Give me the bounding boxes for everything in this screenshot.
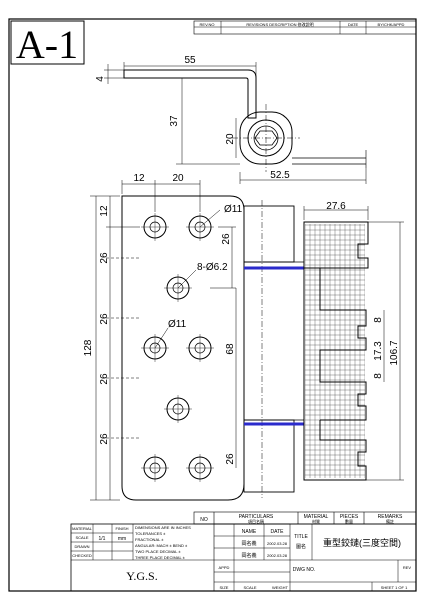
material-label: MATERIAL xyxy=(72,526,92,531)
rev-no-header: REV.NO xyxy=(200,22,215,27)
company-name: Y.G.S. xyxy=(126,569,157,583)
top-dimensions: 55 4 37 20 52.5 xyxy=(95,55,367,184)
dim-hole-spacing-right: 26 xyxy=(221,233,232,245)
revision-header: REV.NO REVISIONS DESCRIPTION 修改說明 DATE B… xyxy=(193,20,417,35)
material-cn: 材質 xyxy=(312,518,320,524)
dim-pitch-x2: 20 xyxy=(172,173,184,184)
approved-label: APPD xyxy=(219,565,230,570)
remarks-header: REMARKS xyxy=(378,514,403,520)
dim-left-spacing: 26 xyxy=(99,433,110,445)
hole xyxy=(141,213,169,241)
dim-top-height: 37 xyxy=(169,115,180,127)
tolerance-line: TWO PLACE DECIMAL ± xyxy=(135,549,181,554)
dim-hole-dia-mid: Ø11 xyxy=(168,319,187,330)
pieces-cn: 數量 xyxy=(345,518,353,524)
dim-gap-b: 8 xyxy=(373,373,384,379)
scale-label: SCALE xyxy=(75,535,88,540)
dim-bottom-spacing: 26 xyxy=(225,453,236,465)
sheet-code: A-1 xyxy=(16,22,78,67)
dim-hole-dia-top: Ø11 xyxy=(224,204,243,215)
date-header: DATE xyxy=(271,529,285,535)
scale-value: 1/1 xyxy=(99,536,106,542)
finish-label: FINISH xyxy=(115,526,128,531)
dim-middle-span: 68 xyxy=(225,343,236,355)
drawing-title: 重型鉸鏈(三度空間) xyxy=(323,537,401,548)
hole xyxy=(186,454,214,482)
size-label: SIZE xyxy=(220,585,229,590)
pieces-header: PIECES xyxy=(340,514,359,520)
tolerance-line: TOLERANCES ± xyxy=(135,531,166,536)
rev-by-header: BY/CHK/APPD xyxy=(378,22,405,27)
dim-overall-width: 52.5 xyxy=(270,170,290,181)
rev-desc-header: REVISIONS DESCRIPTION 修改說明 xyxy=(246,21,313,27)
no-label: NO xyxy=(200,517,208,523)
dim-left-spacing: 26 xyxy=(99,373,110,385)
sheet-label: SHEET 1 OF 1 xyxy=(381,585,408,590)
date-row1: 2002.03.28 xyxy=(267,541,288,546)
top-view xyxy=(123,69,367,172)
dim-left-spacing: 12 xyxy=(99,205,110,217)
front-view xyxy=(121,195,304,501)
unit-value: mm xyxy=(118,536,126,542)
holes xyxy=(141,213,214,482)
tolerance-line: FRACTIONAL ± xyxy=(135,537,164,542)
tolerance-heading: DIMENSIONS ARE IN INCHES xyxy=(135,525,191,530)
dim-overall-right: 106.7 xyxy=(389,340,400,365)
title-block: NO PARTICULARS 項目名稱 MATERIAL 材質 PIECES 數… xyxy=(70,511,417,592)
dim-gap-a: 8 xyxy=(373,317,384,323)
tolerance-line: ANGULAR: MACH ± BEND ± xyxy=(135,543,188,548)
knuckle-profile xyxy=(303,221,369,481)
right-dimensions: 27.6 8 17.3 8 106.7 xyxy=(303,201,404,481)
dim-left-spacing: 26 xyxy=(99,313,110,325)
dim-top-width: 55 xyxy=(184,55,196,66)
dim-total-height: 128 xyxy=(83,339,94,356)
name-header: NAME xyxy=(242,529,257,535)
dwg-no-label: DWG NO. xyxy=(293,567,316,573)
rev-label: REV xyxy=(403,565,412,570)
particulars-cn: 項目名稱 xyxy=(248,518,264,524)
hole xyxy=(186,334,214,362)
hole xyxy=(141,454,169,482)
particulars-label: PARTICULARS xyxy=(239,514,274,520)
dim-mid-span: 17.3 xyxy=(373,341,384,361)
dim-top-thickness: 4 xyxy=(95,76,106,82)
drawn-label: DRAWN xyxy=(75,544,90,549)
dim-side-height: 20 xyxy=(225,133,236,145)
name-row2: 岡名義 xyxy=(241,552,256,559)
title-cn: 圖名 xyxy=(296,543,306,550)
dim-knuckle-width: 27.6 xyxy=(326,201,346,212)
rev-date-header: DATE xyxy=(348,22,359,27)
dim-left-spacing: 26 xyxy=(99,252,110,264)
sheet-code-box xyxy=(10,20,85,65)
scale-bottom-label: SCALE xyxy=(243,585,256,590)
name-row1: 岡名義 xyxy=(241,540,256,547)
checked-label: CHECKED xyxy=(72,553,92,558)
hole xyxy=(164,395,192,423)
date-row2: 2002.03.28 xyxy=(267,553,288,558)
weight-label: WEIGHT xyxy=(272,585,289,590)
material-header: MATERIAL xyxy=(304,514,329,520)
dim-holes-count-dia: 8-Ø6.2 xyxy=(197,262,228,273)
title-label: TITLE xyxy=(294,534,308,540)
front-dimensions: 12 20 Ø11 26 8-Ø6.2 Ø11 128 12 26 26 26 … xyxy=(83,173,243,501)
tolerance-line: THREE PLACE DECIMAL ± xyxy=(135,555,186,560)
dim-pitch-x1: 12 xyxy=(133,173,145,184)
remarks-cn: 備註 xyxy=(386,518,394,524)
